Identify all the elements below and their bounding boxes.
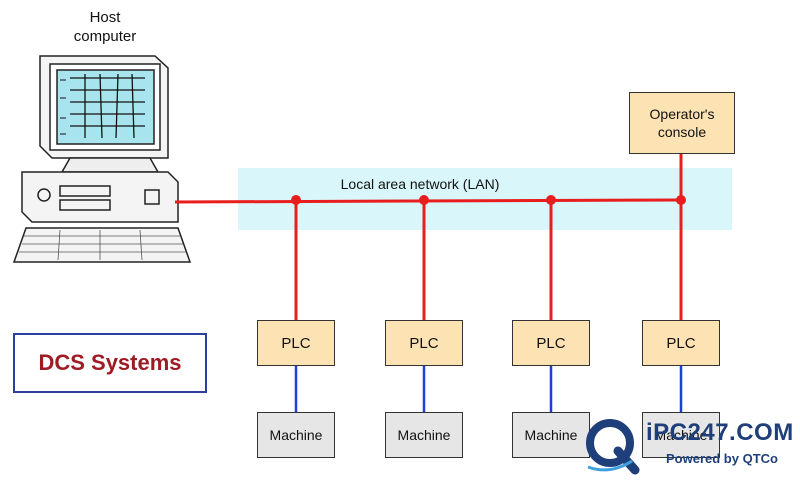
dcs-title: DCS Systems xyxy=(38,350,182,375)
watermark-brand: iPC247.COM xyxy=(646,419,794,446)
host-label-line2: computer xyxy=(73,28,137,45)
operator-console-line2: console xyxy=(657,124,707,140)
operator-console-line1: Operator's xyxy=(649,106,715,122)
q-logo-icon xyxy=(586,419,640,475)
operator-console-box: Operator's console xyxy=(629,92,735,154)
machine-box-2: Machine xyxy=(385,412,463,458)
junction-dot-2 xyxy=(419,195,429,205)
plc-box-3: PLC xyxy=(512,320,590,366)
host-computer-icon xyxy=(12,55,192,263)
junction-dot-4 xyxy=(676,195,686,205)
junction-dot-1 xyxy=(291,195,301,205)
watermark-logo: iPC247.COM Powered by QTCo xyxy=(580,415,795,477)
watermark-sub: Powered by QTCo xyxy=(666,451,778,466)
host-label-line1: Host xyxy=(89,9,121,26)
plc-box-2: PLC xyxy=(385,320,463,366)
host-computer-label: Host computer xyxy=(30,8,180,46)
machine-box-3: Machine xyxy=(512,412,590,458)
lan-label: Local area network (LAN) xyxy=(340,176,500,192)
machine-box-1: Machine xyxy=(257,412,335,458)
machine-box-4: Machine xyxy=(642,412,720,458)
dcs-title-box: DCS Systems xyxy=(13,333,207,393)
plc-box-4: PLC xyxy=(642,320,720,366)
junction-dot-3 xyxy=(546,195,556,205)
plc-box-1: PLC xyxy=(257,320,335,366)
